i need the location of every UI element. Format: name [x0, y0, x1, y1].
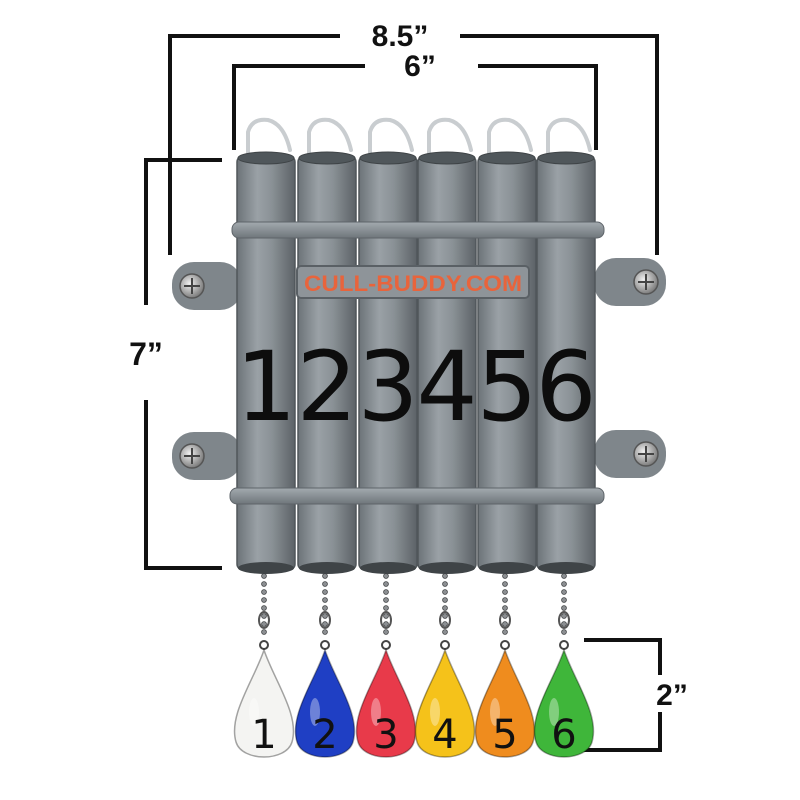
- wire-hook-icon: [246, 117, 292, 160]
- weight-number: 4: [432, 712, 457, 758]
- brand-label: CULL-BUDDY.COM: [304, 271, 522, 296]
- tube: [477, 151, 537, 574]
- tube-number: 3: [357, 331, 418, 443]
- teardrop-weight: [233, 647, 295, 758]
- weight-number: 5: [492, 712, 517, 758]
- teardrop-weight: [474, 647, 536, 758]
- tube-number: 6: [535, 331, 596, 443]
- tube-number: 1: [235, 331, 296, 443]
- weight-4: 4: [414, 573, 476, 758]
- wire-hook-icon: [487, 117, 533, 160]
- tube-width-label: 6”: [404, 50, 436, 83]
- weight-height-bracket: [584, 638, 662, 675]
- weight-number: 2: [312, 712, 337, 758]
- weight-6: 6: [533, 573, 595, 758]
- tube: [236, 151, 296, 574]
- wire-hooks: [246, 117, 592, 160]
- teardrop-weight: [355, 647, 417, 758]
- overall-width-label: 8.5”: [372, 20, 429, 53]
- wire-hook-icon: [427, 117, 473, 160]
- wire-hook-icon: [307, 117, 353, 160]
- height-label: 7”: [129, 336, 163, 372]
- tube-bank: [236, 151, 596, 574]
- weight-3: 3: [355, 573, 417, 758]
- overall-width-bracket: [168, 34, 340, 255]
- tube-number: 5: [476, 331, 537, 443]
- weight-1: 1: [233, 573, 295, 758]
- weight-number: 3: [373, 712, 398, 758]
- tube-width-bracket: [232, 64, 365, 150]
- weight-number: 6: [551, 712, 576, 758]
- tube: [417, 151, 477, 574]
- height-bracket: [144, 158, 222, 305]
- brand-plate: CULL-BUDDY.COM: [296, 265, 530, 299]
- dimension-lines: [144, 34, 662, 752]
- teardrop-weight: [294, 647, 356, 758]
- wire-hook-icon: [546, 117, 592, 160]
- teardrop-weight: [533, 647, 595, 758]
- mounting-tabs: [172, 258, 666, 480]
- tube-number: 2: [296, 331, 357, 443]
- tube: [297, 151, 357, 574]
- weight-5: 5: [474, 573, 536, 758]
- tube-number: 4: [416, 331, 477, 443]
- weight-height-label: 2”: [656, 679, 688, 712]
- clamp-bands: [229, 221, 605, 505]
- weight-2: 2: [294, 573, 356, 758]
- tube: [536, 151, 596, 574]
- teardrop-weight: [414, 647, 476, 758]
- wire-hook-icon: [368, 117, 414, 160]
- weight-number: 1: [251, 712, 276, 758]
- tube: [358, 151, 418, 574]
